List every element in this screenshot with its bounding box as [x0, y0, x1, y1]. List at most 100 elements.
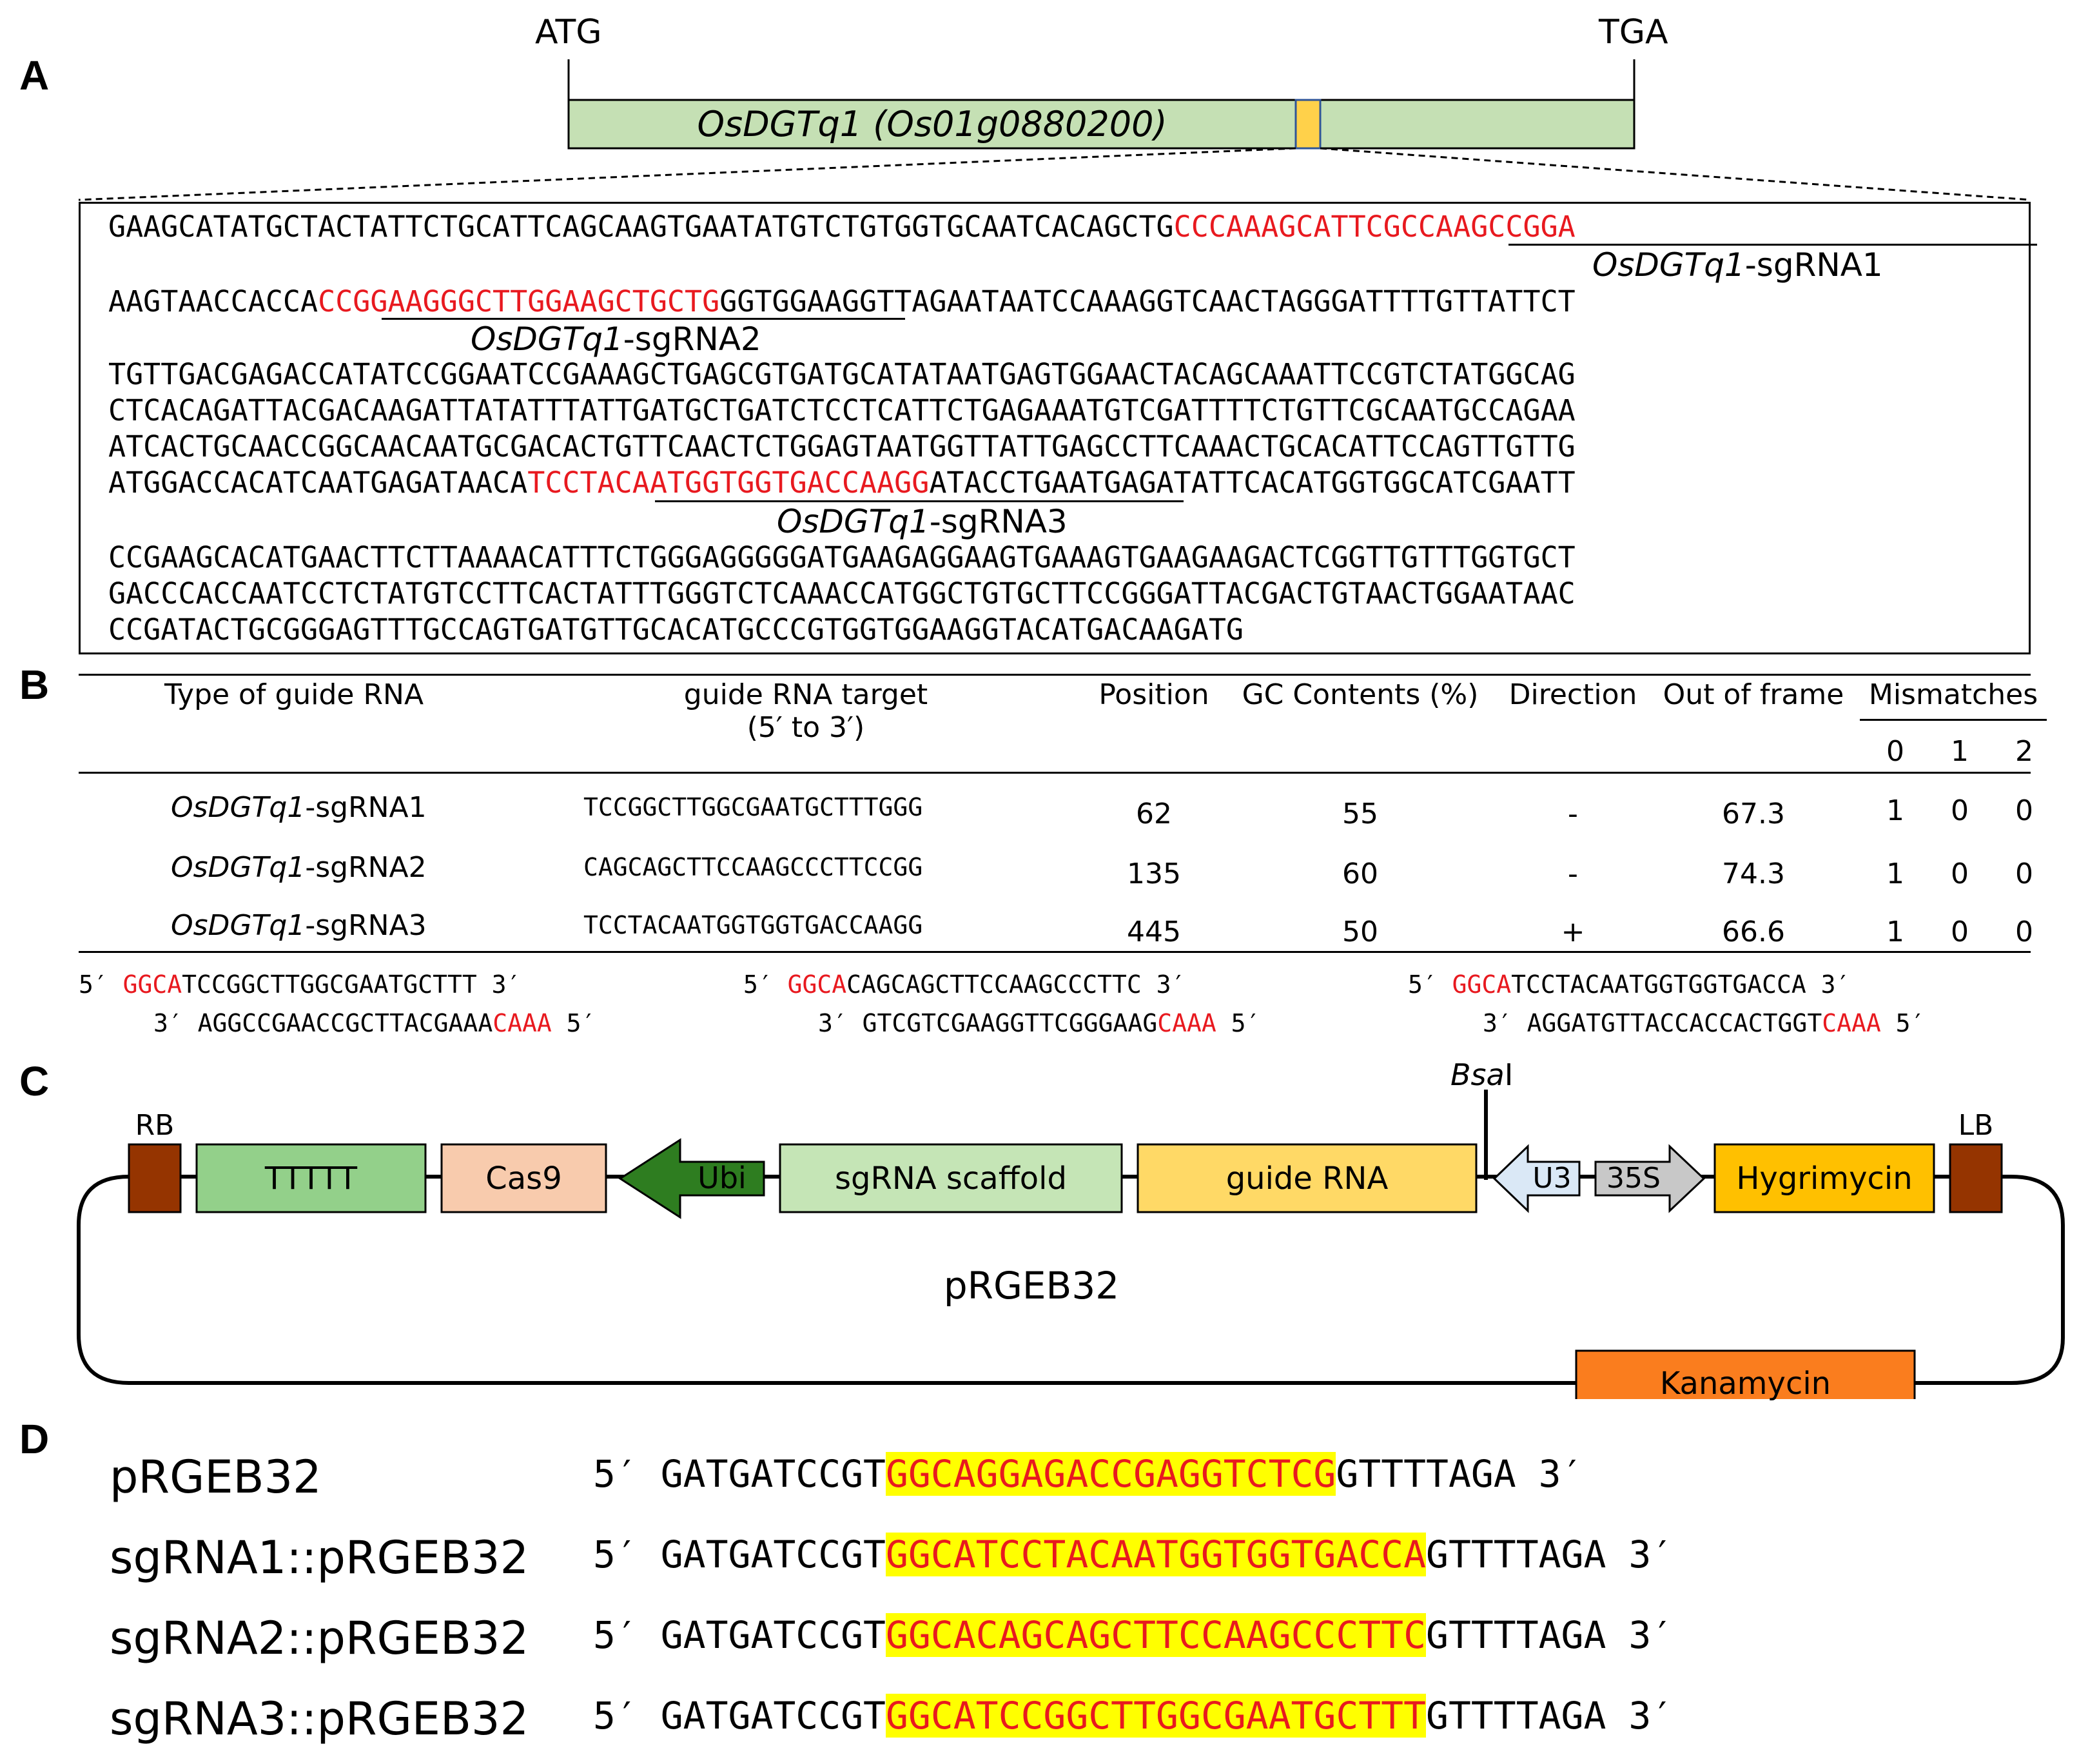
hygromycin-box	[1713, 1143, 1935, 1213]
kanamycin-box	[1575, 1349, 1916, 1399]
table-row-1-oof: 67.3	[1722, 798, 1785, 830]
table-row-2-oof: 74.3	[1722, 858, 1785, 890]
construct-label-4: sgRNA3::pRGEB32	[110, 1692, 529, 1745]
panel-a-letter: A	[19, 52, 50, 99]
mismatch-header-rule	[1860, 719, 2047, 721]
table-row-2-position: 135	[1127, 858, 1181, 890]
oligo-3-top: 5′ GGCATCCTACAATGGTGGTGACCA 3′	[1408, 970, 1851, 999]
table-header-rule	[79, 772, 2031, 774]
table-row-3-target: TCCTACAATGGTGGTGACCAAGG	[583, 911, 923, 939]
seq-line-8: GACCCACCAATCCTCTATGTCCTTCACTATTTGGGTCTCA…	[108, 576, 1576, 611]
table-row-2-target: CAGCAGCTTCCAAGCCCTTCCGG	[583, 853, 923, 881]
table-row-1-mm2: 0	[2015, 794, 2033, 827]
stop-codon-label: TGA	[1599, 13, 1668, 52]
ubi-promoter-arrow	[618, 1138, 765, 1219]
construct-label-2: sgRNA1::pRGEB32	[110, 1531, 529, 1584]
gene-bar	[567, 99, 1635, 150]
sgrna1-underline	[1508, 244, 2037, 246]
table-row-2-type: OsDGTq1-sgRNA2	[171, 851, 427, 884]
terminator-label: TTTTT	[264, 1161, 358, 1197]
rb-border	[128, 1143, 182, 1213]
target-region	[1294, 99, 1322, 150]
table-top-rule	[79, 674, 2031, 676]
bsai-label: BsaI	[1450, 1057, 1514, 1092]
ubi-label: Ubi	[698, 1161, 747, 1195]
table-row-1-mm1: 0	[1951, 794, 1969, 827]
oligo-2-top: 5′ GGCACAGCAGCTTCCAAGCCCTTC 3′	[743, 970, 1186, 999]
start-codon-label: ATG	[535, 13, 602, 52]
scaffold-box	[779, 1143, 1123, 1213]
table-row-2-direction: -	[1568, 858, 1578, 890]
p35s-label: 35S	[1606, 1162, 1661, 1195]
oligo-2-bottom: 3′ GTCGTCGAAGGTTCGGGAAGCAAA 5′	[818, 1009, 1261, 1037]
construct-seq-1: 5′ GATGATCCGTGGCAGGAGACCGAGGTCTCGGTTTTAG…	[593, 1452, 1584, 1496]
vector-name: pRGEB32	[943, 1264, 1120, 1308]
hygromycin-label: Hygrimycin	[1736, 1161, 1913, 1197]
sgrna1-target-seq: CCCAAAGCATTCGCCAAGCCGGA	[1173, 210, 1576, 244]
table-bottom-rule	[79, 951, 2031, 953]
table-row-3-mm1: 0	[1951, 916, 1969, 948]
table-row-1-position: 62	[1136, 798, 1172, 830]
construct-seq-4: 5′ GATGATCCGTGGCATCCGGCTTGGCGAATGCTTTGTT…	[593, 1694, 1674, 1738]
table-row-1-target: TCCGGCTTGGCGAATGCTTTGGG	[583, 793, 923, 821]
kanamycin-label: Kanamycin	[1659, 1366, 1831, 1402]
sgrna2-underline	[382, 318, 905, 320]
sgrna3-underline	[655, 500, 1184, 502]
col-header-target: guide RNA target(5′ to 3′)	[683, 678, 928, 744]
table-row-3-type: OsDGTq1-sgRNA3	[171, 909, 427, 942]
table-row-2-gc: 60	[1342, 858, 1378, 890]
lb-border	[1949, 1143, 2003, 1213]
table-row-2-mm1: 0	[1951, 858, 1969, 890]
sgrna3-insert-highlight: GGCATCCGGCTTGGCGAATGCTTT	[885, 1694, 1427, 1738]
terminator-box	[195, 1143, 427, 1213]
table-row-3-oof: 66.6	[1722, 916, 1785, 948]
u3-label: U3	[1532, 1162, 1572, 1195]
col-header-type: Type of guide RNA	[164, 678, 424, 711]
col-header-direction: Direction	[1508, 678, 1637, 711]
bsai-cassette-highlight: GGCAGGAGACCGAGGTCTCG	[885, 1452, 1336, 1496]
table-row-1-type: OsDGTq1-sgRNA1	[171, 791, 427, 824]
sgrna3-label: OsDGTq1-sgRNA3	[777, 503, 1068, 540]
mismatch-header-1: 1	[1951, 735, 1969, 768]
gene-label: OsDGTq1 (Os01g0880200)	[697, 104, 1167, 144]
construct-label-3: sgRNA2::pRGEB32	[110, 1612, 529, 1665]
gene-schematic	[78, 59, 2031, 201]
panel-c-letter: C	[19, 1058, 50, 1104]
vector-backbone	[77, 1175, 2065, 1385]
seq-line-3: TGTTGACGAGACCATATCCGGAATCCGAAAGCTGAGCGTG…	[108, 357, 1576, 391]
oligo-3-bottom: 3′ AGGATGTTACCACCACTGGTCAAA 5′	[1483, 1009, 1926, 1037]
table-row-3-gc: 50	[1342, 916, 1378, 948]
sgrna1-insert-highlight: GGCATCCTACAATGGTGGTGACCA	[885, 1533, 1427, 1576]
guide-rna-box	[1137, 1143, 1478, 1213]
seq-line-6: ATGGACCACATCAATGAGATAACATCCTACAATGGTGGTG…	[108, 466, 1576, 500]
table-row-3-position: 445	[1127, 916, 1181, 948]
table-row-3-mm2: 0	[2015, 916, 2033, 948]
panel-b-letter: B	[19, 662, 50, 708]
seq-line-5: ATCACTGCAACCGGCAACAATGCGACACTGTTCAACTCTG…	[108, 429, 1576, 464]
u3-promoter-arrow	[1492, 1144, 1581, 1213]
col-header-out-of-frame: Out of frame	[1663, 678, 1844, 711]
sgrna2-label: OsDGTq1-sgRNA2	[471, 320, 761, 358]
table-row-3-mm0: 1	[1886, 916, 1904, 948]
mismatch-header-2: 2	[2015, 735, 2033, 768]
rb-label: RB	[135, 1109, 175, 1142]
col-header-gc: GC Contents (%)	[1242, 678, 1479, 711]
sgrna2-target-seq: CCGGAAGGGCTTGGAAGCTGCTG	[318, 284, 720, 318]
mismatch-header-0: 0	[1886, 735, 1904, 768]
sgrna1-label: OsDGTq1-sgRNA1	[1592, 246, 1883, 284]
table-row-3-direction: +	[1561, 916, 1585, 948]
table-row-2-mm2: 0	[2015, 858, 2033, 890]
construct-seq-2: 5′ GATGATCCGTGGCATCCTACAATGGTGGTGACCAGTT…	[593, 1533, 1674, 1576]
seq-line-7: CCGAAGCACATGAACTTCTTAAAACATTTCTGGGAGGGGG…	[108, 540, 1576, 574]
table-row-1-direction: -	[1568, 798, 1578, 830]
sgrna3-target-seq: TCCTACAATGGTGGTGACCAAGG	[527, 466, 930, 500]
sgrna2-insert-highlight: GGCACAGCAGCTTCCAAGCCCTTC	[885, 1613, 1427, 1657]
seq-line-1: GAAGCATATGCTACTATTCTGCATTCAGCAAGTGAATATG…	[108, 210, 1576, 244]
guide-rna-label: guide RNA	[1225, 1161, 1389, 1197]
cas9-box	[440, 1143, 607, 1213]
table-row-1-gc: 55	[1342, 798, 1378, 830]
seq-line-4: CTCACAGATTACGACAAGATTATATTTATTGATGCTGATC…	[108, 393, 1576, 427]
vector-map	[77, 1090, 2065, 1399]
table-row-1-mm0: 1	[1886, 794, 1904, 827]
table-row-2-mm0: 1	[1886, 858, 1904, 890]
